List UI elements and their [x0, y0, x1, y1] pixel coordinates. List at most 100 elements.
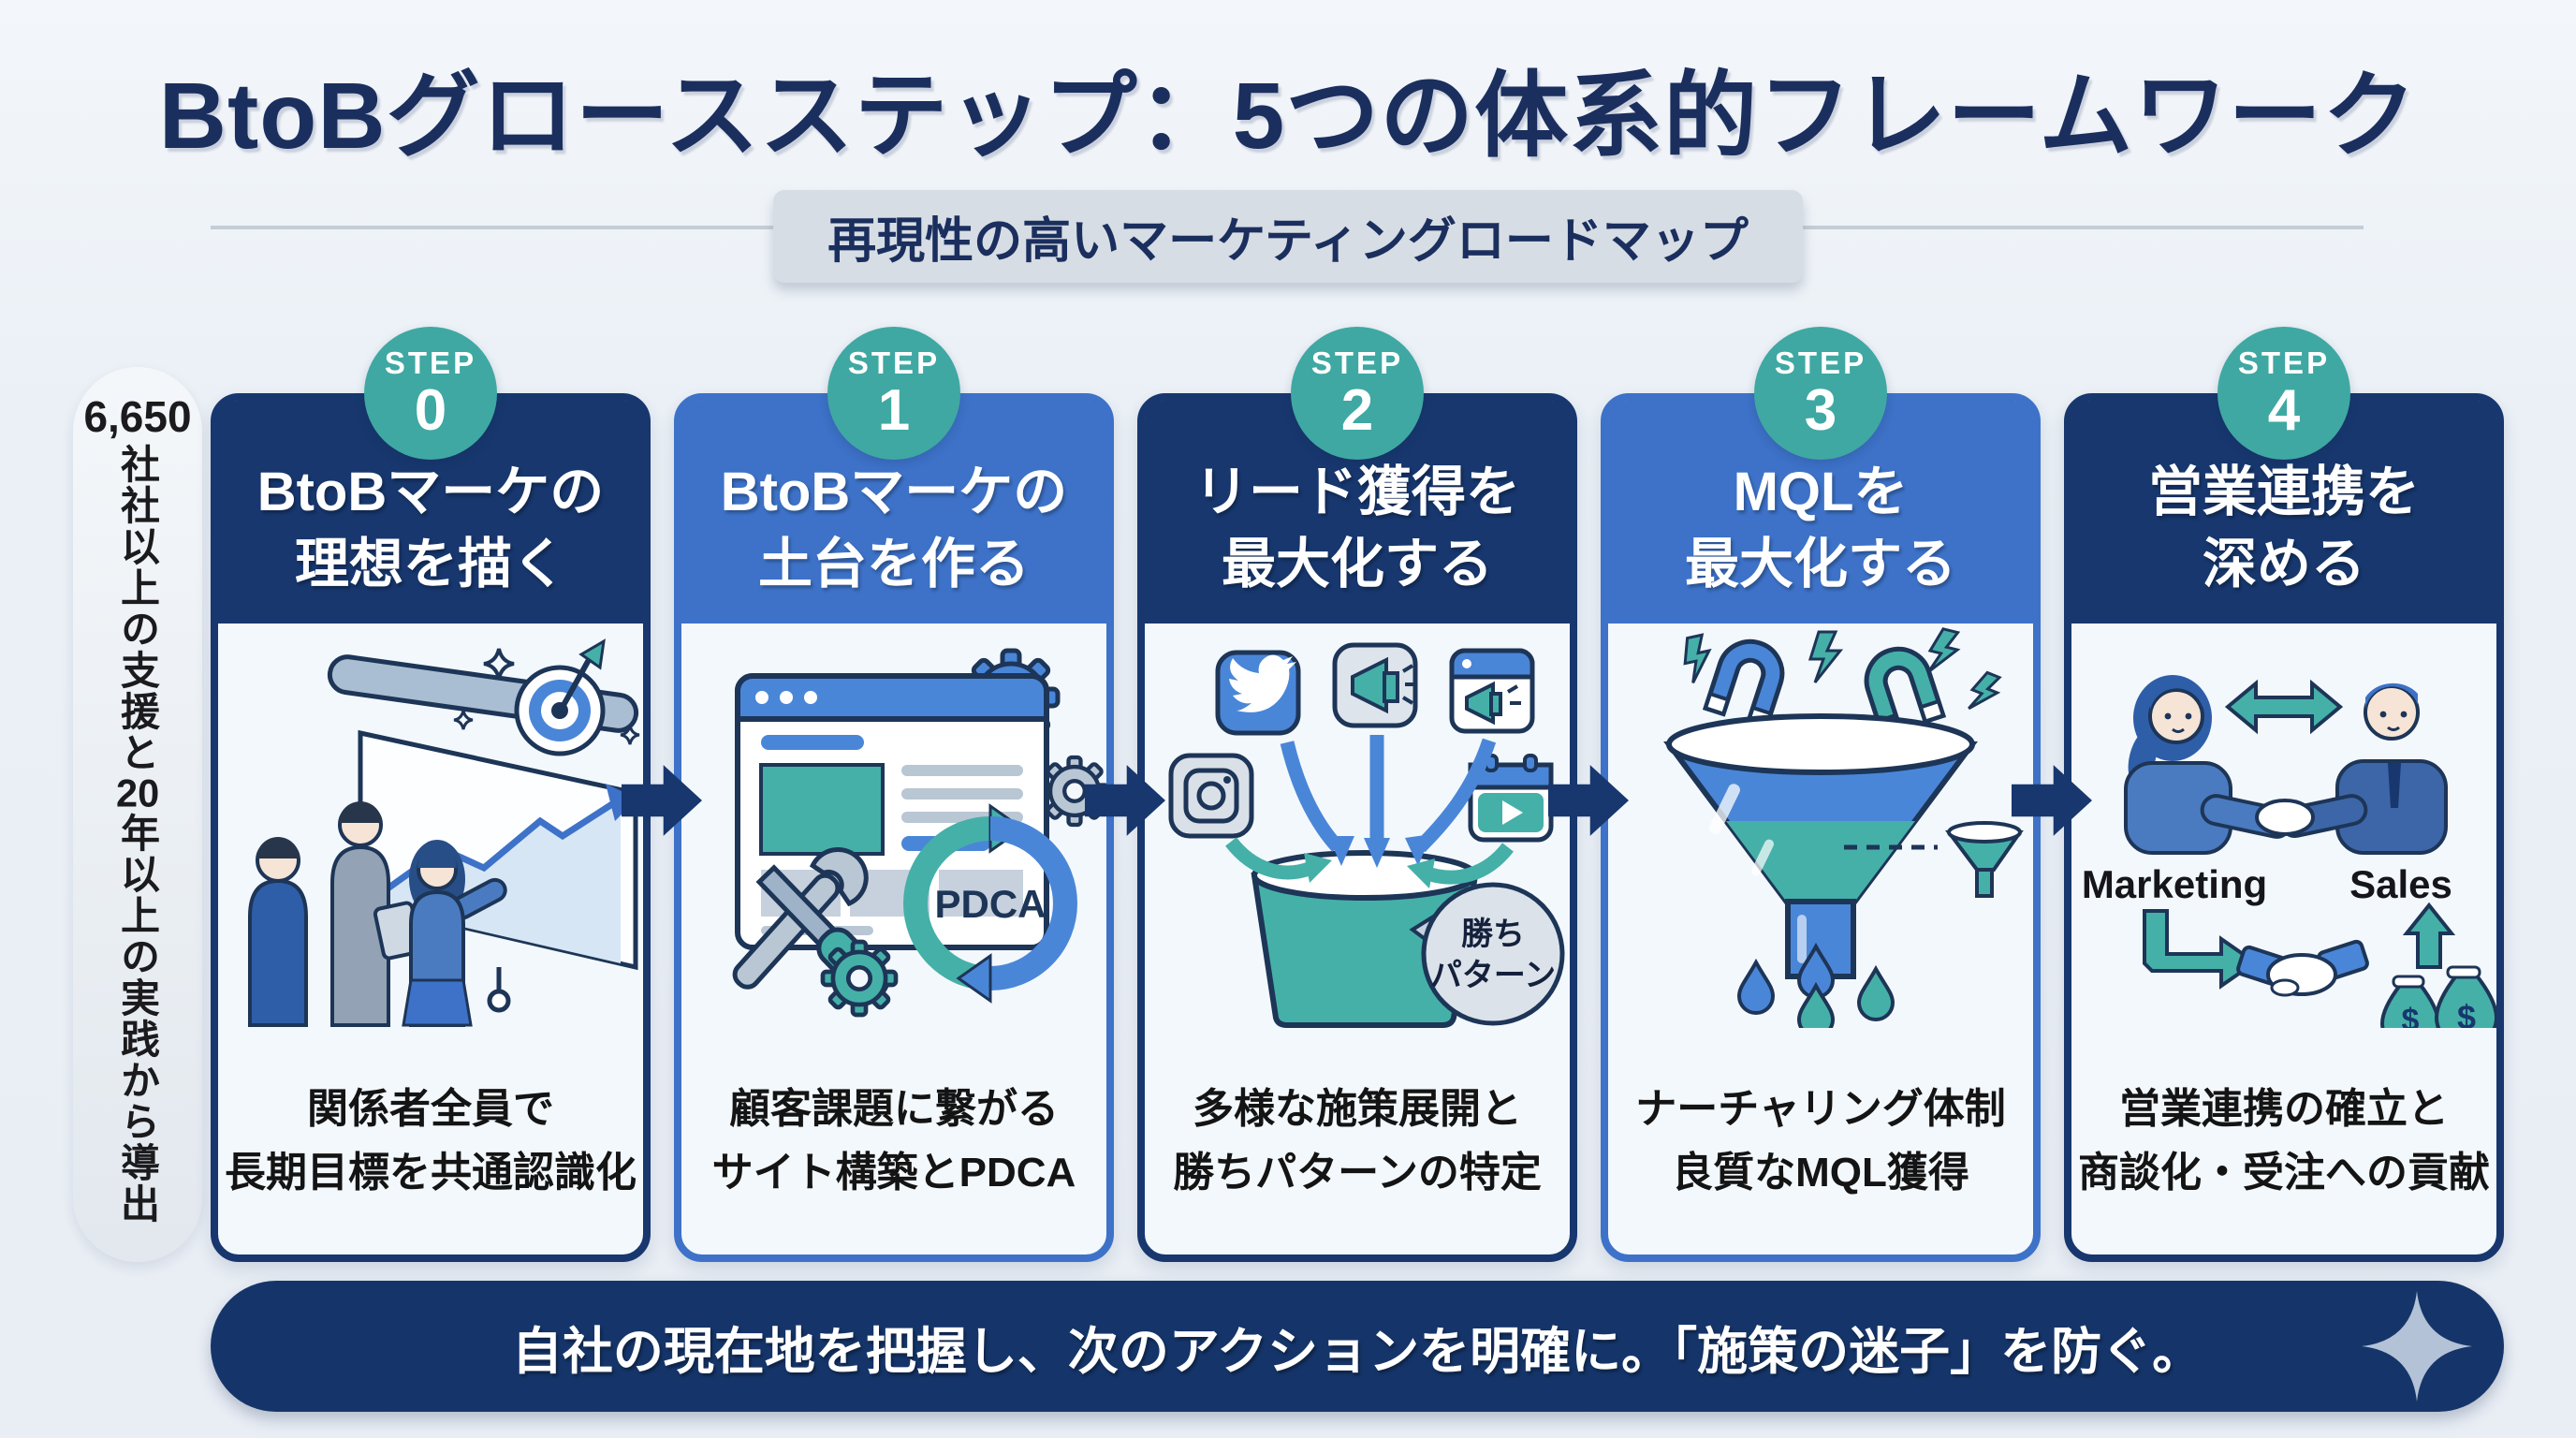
funnel-magnet-illustration: [1608, 624, 2033, 1028]
marketing-person-icon: [2124, 675, 2293, 855]
target-icon: [514, 638, 606, 756]
step-card-4: STEP 4 営業連携を 深める: [2064, 327, 2504, 1262]
step-badge-number: 3: [1804, 377, 1837, 443]
step-badge-number: 0: [414, 377, 447, 443]
footer-banner: 自社の現在地を把握し、次のアクションを明確に。「施策の迷子」を防ぐ。: [211, 1281, 2504, 1412]
instagram-icon: [1168, 753, 1254, 839]
step-badge-0: STEP 0: [364, 327, 497, 460]
step-badge-1: STEP 1: [827, 327, 960, 460]
credential-text-before: 社社以上の支援と: [115, 444, 160, 773]
step-badge-number: 2: [1340, 377, 1374, 443]
step-0-caption-line1: 関係者全員で: [307, 1085, 554, 1132]
step-0-caption-line2: 長期目標を共通認識化: [225, 1150, 637, 1196]
step-3-title-line2: 最大化する: [1684, 533, 1956, 594]
magnet-icon: [1702, 638, 1785, 731]
step-badge-label: STEP: [2237, 345, 2331, 380]
step-card-0: STEP 0 BtoBマーケの 理想を描く: [211, 327, 651, 1262]
step-0-title-line2: 理想を描く: [294, 533, 566, 594]
step-card-1: STEP 1 BtoBマーケの 土台を作る: [674, 327, 1114, 1262]
step-badge-label: STEP: [1310, 345, 1404, 380]
win-pattern-bubble: 勝ち パターン: [1409, 882, 1565, 1026]
funnel-icon: [1663, 713, 1978, 979]
lead-channels-illustration: 勝ち パターン: [1145, 624, 1570, 1028]
step-0-caption: 関係者全員で 長期目標を共通認識化: [218, 1028, 643, 1255]
credential-text-after: 年以上の実践から導出: [115, 813, 160, 1225]
step-3-caption-line2: 良質なMQL獲得: [1672, 1150, 1969, 1196]
twitter-icon: [1215, 650, 1301, 736]
wrench-icon: [732, 847, 869, 990]
money-bags-icon: $ $: [2379, 965, 2496, 1028]
step-4-caption-line2: 商談化・受注への貢献: [2078, 1150, 2490, 1196]
up-arrow-icon: [2402, 902, 2456, 969]
step-0-title-line1: BtoBマーケの: [256, 462, 605, 522]
double-arrow-icon: [2224, 679, 2344, 735]
step-4-caption-line1: 営業連携の確立と: [2119, 1085, 2449, 1132]
step-badge-number: 4: [2267, 377, 2301, 443]
small-funnel-icon: [1945, 821, 2024, 898]
step-card-2: STEP 2 リード獲得を 最大化する: [1137, 327, 1577, 1262]
subtitle-row: 再現性の高いマーケティングロードマップ: [0, 190, 2576, 283]
presentation-scene-icon: [248, 638, 640, 1027]
step-badge-label: STEP: [384, 345, 477, 380]
channels-bucket-icon: 勝ち パターン: [1168, 642, 1565, 1028]
step-badge-3: STEP 3: [1754, 327, 1887, 460]
step-1-title: BtoBマーケの 土台を作る: [681, 401, 1106, 624]
step-3-caption: ナーチャリング体制 良質なMQL獲得: [1608, 1028, 2033, 1255]
website-pdca-illustration: PDCA: [681, 624, 1106, 1028]
step-1-title-line2: 土台を作る: [757, 533, 1030, 594]
website-pdca-icon: PDCA: [732, 648, 1106, 1018]
footer-message: 自社の現在地を把握し、次のアクションを明確に。「施策の迷子」を防ぐ。: [511, 1323, 2203, 1380]
step-2-title-line2: 最大化する: [1221, 533, 1493, 594]
step-badge-4: STEP 4: [2217, 327, 2350, 460]
step-1-caption-line1: 顧客課題に繋がる: [729, 1085, 1059, 1132]
step-2-caption: 多様な施策展開と 勝ちパターンの特定: [1145, 1028, 1570, 1255]
subtitle-pill: 再現性の高いマーケティングロードマップ: [773, 190, 1803, 283]
step-1-title-line1: BtoBマーケの: [720, 462, 1068, 522]
pdca-cycle-icon: PDCA: [902, 803, 1078, 1004]
step-3-title-line1: MQLを: [1733, 462, 1909, 522]
step-badge-label: STEP: [1774, 345, 1867, 380]
step-2-caption-line2: 勝ちパターンの特定: [1173, 1150, 1542, 1196]
people-group-icon: [248, 801, 507, 1027]
step-4-title-line1: 営業連携を: [2147, 462, 2420, 522]
page-title: BtoBグロースステップ：5つの体系的フレームワーク: [158, 64, 2418, 169]
step-badge-label: STEP: [847, 345, 941, 380]
credential-vertical-banner: 6,650 社社以上の支援と20年以上の実践から導出: [73, 367, 202, 1262]
dollar-symbol: $: [2402, 1003, 2420, 1028]
step-4-caption: 営業連携の確立と 商談化・受注への貢献: [2071, 1028, 2496, 1255]
megaphone-icon: [1332, 642, 1418, 728]
web-ad-icon: [1449, 648, 1535, 734]
step-3-caption-line1: ナーチャリング体制: [1635, 1085, 2006, 1132]
l-arrow-icon: [2143, 909, 2259, 990]
vision-presentation-illustration: [218, 624, 643, 1028]
sales-person-icon: [2278, 682, 2448, 855]
sparkle-icon: [483, 648, 515, 680]
step-0-title: BtoBマーケの 理想を描く: [218, 401, 643, 624]
credential-vertical-text: 社社以上の支援と20年以上の実践から導出: [110, 444, 167, 1225]
lead-drops-icon: [1736, 942, 1895, 1028]
step-2-caption-line1: 多様な施策展開と: [1193, 1085, 1522, 1132]
win-pattern-line2: パターン: [1430, 958, 1556, 993]
pdca-label: PDCA: [934, 882, 1046, 926]
stat-number: 6,650: [83, 392, 192, 441]
step-4-title-line2: 深める: [2202, 533, 2365, 594]
channel-arrows-icon: [1225, 735, 1514, 888]
gear-icon: [820, 939, 899, 1018]
handshake-deal-icon: [2236, 939, 2369, 997]
step-badge-number: 1: [877, 377, 911, 443]
sales-alignment-illustration: Marketing Sales $ $: [2071, 624, 2496, 1028]
handshake-hands-icon: [2255, 799, 2315, 836]
sales-label: Sales: [2349, 862, 2452, 906]
win-pattern-line1: 勝ち: [1461, 917, 1525, 952]
dollar-symbol: $: [2457, 998, 2476, 1028]
step-badge-2: STEP 2: [1291, 327, 1424, 460]
marketing-label: Marketing: [2082, 862, 2267, 906]
funnel-magnet-icon: [1663, 627, 2024, 1028]
credential-text-number: 20: [116, 773, 160, 813]
step-card-3: STEP 3 MQLを 最大化する: [1601, 327, 2041, 1262]
step-1-caption-line2: サイト構築とPDCA: [711, 1150, 1076, 1196]
step-1-caption: 顧客課題に繋がる サイト構築とPDCA: [681, 1028, 1106, 1255]
sparkle-icon: [2362, 1291, 2472, 1401]
marketing-sales-icon: Marketing Sales $ $: [2082, 675, 2496, 1028]
